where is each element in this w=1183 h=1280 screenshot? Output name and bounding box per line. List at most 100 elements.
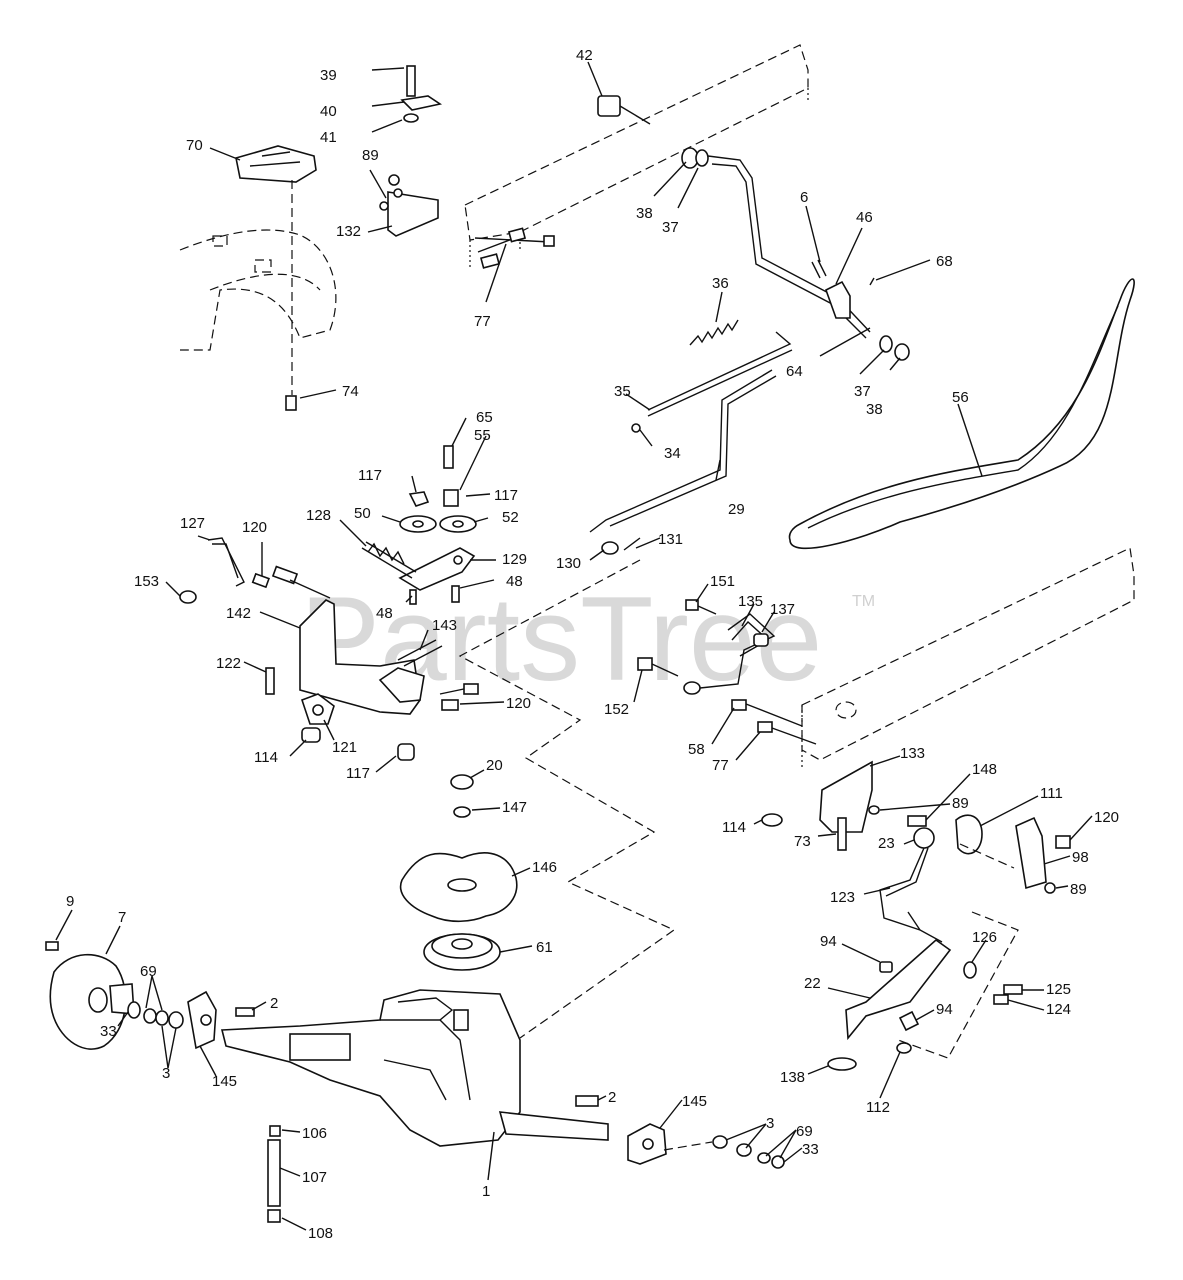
- callout-135: 135: [738, 593, 763, 610]
- callout-148: 148: [972, 761, 997, 778]
- callout-35: 35: [614, 383, 631, 400]
- callout-117b: 117: [494, 487, 518, 504]
- leader-lines: [55, 61, 1093, 1231]
- seat-bracket: [235, 145, 317, 183]
- callout-37b: 37: [854, 383, 871, 400]
- callout-3: 3: [162, 1065, 170, 1082]
- callout-34: 34: [664, 445, 681, 462]
- bolt-74: [285, 395, 297, 411]
- callout-55: 55: [474, 427, 491, 444]
- callout-120c: 120: [1094, 809, 1119, 826]
- callout-48b: 48: [506, 573, 523, 590]
- callout-147: 147: [502, 799, 527, 816]
- callout-124: 124: [1046, 1001, 1071, 1018]
- callout-73: 73: [794, 833, 811, 850]
- fender-outline: [179, 229, 337, 351]
- callout-132: 132: [336, 223, 361, 240]
- callout-123: 123: [830, 889, 855, 906]
- bracket-142: [179, 537, 443, 715]
- callout-58: 58: [688, 741, 705, 758]
- callout-127: 127: [180, 515, 205, 532]
- callout-131: 131: [658, 531, 683, 548]
- left-hub: [45, 941, 184, 1050]
- bracket-132: [379, 174, 439, 237]
- callout-120b: 120: [506, 695, 531, 712]
- idler-assembly: [361, 445, 477, 605]
- callout-89c: 89: [1070, 881, 1087, 898]
- callout-142: 142: [226, 605, 251, 622]
- callout-40: 40: [320, 103, 337, 120]
- drive-belt-56: [788, 278, 1135, 550]
- callout-46: 46: [856, 209, 873, 226]
- bracket-133: [731, 699, 927, 851]
- callout-152: 152: [604, 701, 629, 718]
- callout-64: 64: [786, 363, 803, 380]
- callout-65: 65: [476, 409, 493, 426]
- callout-120: 120: [242, 519, 267, 536]
- input-pulley-stack: [399, 774, 518, 1015]
- callout-23: 23: [878, 835, 895, 852]
- watermark-tm: TM: [852, 593, 875, 610]
- bracket-22: [827, 911, 1023, 1071]
- callout-145b: 145: [682, 1093, 707, 1110]
- callout-3b: 3: [766, 1115, 774, 1132]
- callout-2b: 2: [608, 1089, 616, 1106]
- callout-133: 133: [900, 745, 925, 762]
- callout-108: 108: [308, 1225, 333, 1242]
- lower-frame-rail: [801, 547, 1135, 770]
- callout-29: 29: [728, 501, 745, 518]
- lower-left-hardware: [265, 667, 479, 761]
- callout-38b: 38: [866, 401, 883, 418]
- callout-6: 6: [800, 189, 808, 206]
- bolt-39-group: [400, 65, 443, 123]
- callout-106: 106: [302, 1125, 327, 1142]
- callout-77: 77: [474, 313, 491, 330]
- callout-9: 9: [66, 893, 74, 910]
- callout-56: 56: [952, 389, 969, 406]
- callout-122: 122: [216, 655, 241, 672]
- callout-94b: 94: [936, 1001, 953, 1018]
- callout-117: 117: [358, 467, 382, 484]
- axle-bracket-145-right: [627, 1123, 667, 1165]
- callout-89: 89: [362, 147, 379, 164]
- callout-38: 38: [636, 205, 653, 222]
- callout-130: 130: [556, 555, 581, 572]
- callout-143: 143: [432, 617, 457, 634]
- callout-61: 61: [536, 939, 553, 956]
- transaxle-1: [220, 989, 609, 1147]
- callout-111: 111: [1040, 785, 1063, 802]
- callout-126: 126: [972, 929, 997, 946]
- callout-36: 36: [712, 275, 729, 292]
- callout-145: 145: [212, 1073, 237, 1090]
- right-washers: [663, 1135, 785, 1169]
- callout-69b: 69: [796, 1123, 813, 1140]
- callout-129: 129: [502, 551, 527, 568]
- callout-70: 70: [186, 137, 203, 154]
- callout-74: 74: [342, 383, 359, 400]
- spring-36: [689, 319, 739, 346]
- callout-77b: 77: [712, 757, 729, 774]
- callout-labels: 39 40 41 42 70 89 132 77 38 37 6 46 68 3…: [66, 47, 1119, 1242]
- callout-42: 42: [576, 47, 593, 64]
- drive-path: [458, 559, 676, 1039]
- callout-52: 52: [502, 509, 519, 526]
- callout-117c: 117: [346, 765, 370, 782]
- callout-68: 68: [936, 253, 953, 270]
- callout-37: 37: [662, 219, 679, 236]
- callout-151: 151: [710, 573, 735, 590]
- callout-128: 128: [306, 507, 331, 524]
- callout-22: 22: [804, 975, 821, 992]
- callout-41: 41: [320, 129, 337, 146]
- shaft-107: [267, 1125, 281, 1223]
- callout-153: 153: [134, 573, 159, 590]
- callout-50: 50: [354, 505, 371, 522]
- callout-98: 98: [1072, 849, 1089, 866]
- callout-2: 2: [270, 995, 278, 1012]
- callout-33b: 33: [802, 1141, 819, 1158]
- callout-33: 33: [100, 1023, 117, 1040]
- callout-69: 69: [140, 963, 157, 980]
- callout-1: 1: [482, 1183, 490, 1200]
- callout-39: 39: [320, 67, 337, 84]
- callout-125: 125: [1046, 981, 1071, 998]
